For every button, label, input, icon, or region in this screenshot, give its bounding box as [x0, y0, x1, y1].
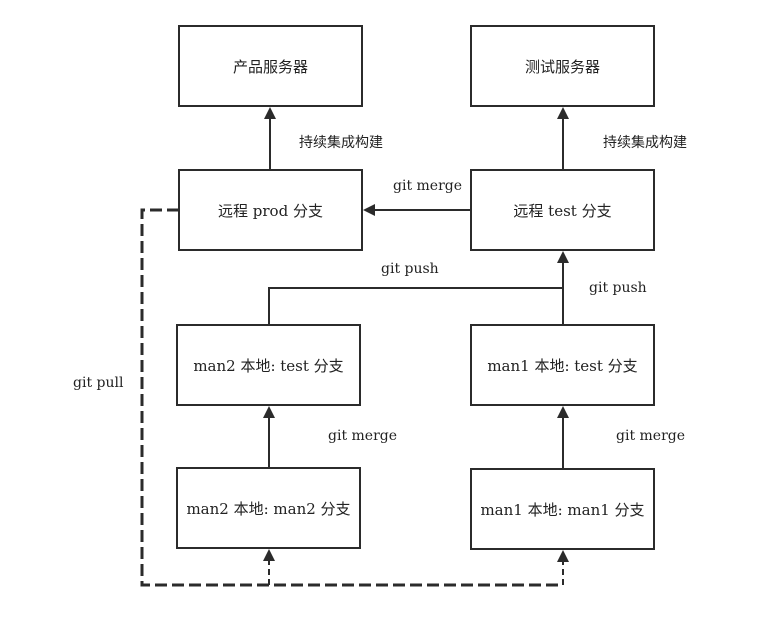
node-remote-prod-label: 远程 prod 分支	[218, 201, 323, 220]
edge-label-push-man2: git push	[381, 261, 439, 277]
arrow-push-man2	[268, 287, 563, 325]
node-man1-test: man1 本地: test 分支	[470, 324, 655, 406]
node-man1-man1-label: man1 本地: man1 分支	[480, 500, 645, 519]
node-man2-man2-label: man2 本地: man2 分支	[186, 499, 351, 518]
edge-label-push-man1: git push	[589, 280, 647, 296]
node-prod-server: 产品服务器	[178, 25, 363, 107]
node-man2-test: man2 本地: test 分支	[176, 324, 361, 406]
node-remote-test-label: 远程 test 分支	[513, 201, 612, 220]
node-prod-server-label: 产品服务器	[232, 57, 308, 76]
node-man1-test-label: man1 本地: test 分支	[487, 356, 638, 375]
node-test-server-label: 测试服务器	[524, 57, 600, 76]
edge-label-ci-prod: 持续集成构建	[299, 135, 383, 151]
node-man2-test-label: man2 本地: test 分支	[193, 356, 344, 375]
node-remote-test: 远程 test 分支	[470, 169, 655, 251]
node-man1-man1: man1 本地: man1 分支	[470, 468, 655, 550]
node-test-server: 测试服务器	[470, 25, 655, 107]
node-remote-prod: 远程 prod 分支	[178, 169, 363, 251]
edge-label-pull: git pull	[73, 375, 124, 391]
arrow-pull-path	[140, 208, 563, 587]
edge-label-merge-test-to-prod: git merge	[393, 178, 463, 194]
edge-label-merge-man2: git merge	[328, 428, 398, 444]
edge-label-merge-man1: git merge	[616, 428, 686, 444]
node-man2-man2: man2 本地: man2 分支	[176, 467, 361, 549]
edge-label-ci-test: 持续集成构建	[603, 135, 687, 151]
